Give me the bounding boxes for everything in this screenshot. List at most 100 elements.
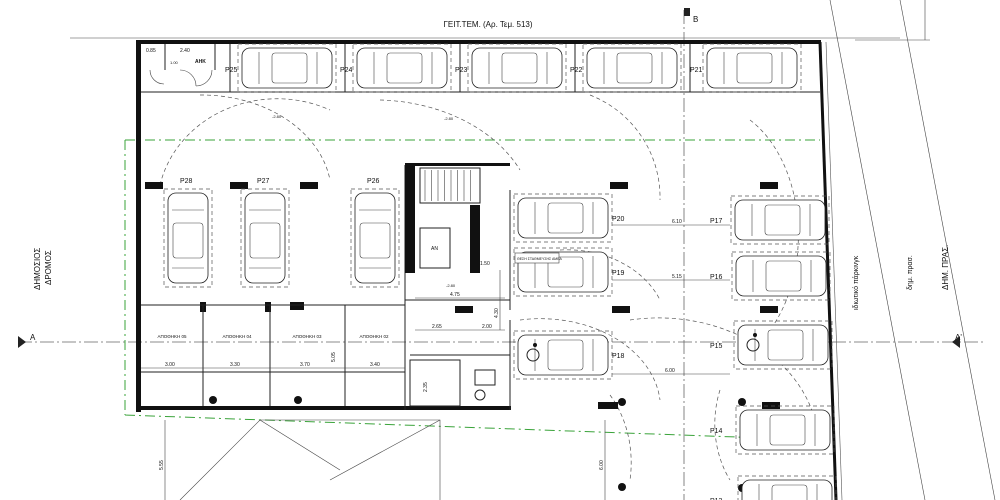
stair-core: ΑΝ [405, 163, 511, 410]
storage-room-label: ΑΠΟΘΗΚΗ 04 [222, 334, 252, 339]
dim-label: 2.00 [482, 324, 492, 330]
street-line [899, 0, 996, 500]
site-boundary-right [829, 0, 926, 500]
dim-label: 1.00 [170, 60, 179, 65]
parking-space-label: P27 [257, 178, 270, 185]
dim-label: 3.40 [370, 362, 380, 368]
parking-space-label: P18 [612, 353, 625, 360]
parking-space-label: P19 [612, 270, 625, 277]
parking-space: P25 [225, 43, 337, 93]
wheelchair-icon [746, 333, 760, 352]
parking-space-label: P26 [367, 178, 380, 185]
dim-label: 0.85 [146, 48, 156, 54]
dim-label: 4.30 [494, 308, 500, 318]
public-road-label: ΔΗΜΟΣΙΟΣ [33, 248, 42, 290]
section-arrow-icon [684, 8, 690, 16]
parking-space: P23 [455, 43, 567, 93]
car-icon [737, 324, 829, 366]
parking-space-label: P22 [570, 67, 583, 74]
dim-label: 1.50 [480, 261, 490, 267]
car-icon [471, 47, 563, 89]
parking-space: P22 [570, 43, 682, 93]
space-outline [350, 188, 400, 288]
parking-space-label: P15 [710, 343, 723, 350]
section-arrow-icon [18, 336, 26, 348]
parking-space-label: P21 [690, 67, 703, 74]
green-space-label: δημ. πρασ. [907, 255, 914, 290]
parking-space: P16 [710, 251, 831, 301]
space-outline [702, 43, 802, 93]
accessible-note-box [514, 252, 560, 264]
lift [419, 227, 451, 269]
parking-space: P20 [513, 193, 625, 243]
space-outline [163, 188, 213, 288]
wall-left [136, 40, 141, 412]
green-space-label: ΔΗΜ. ΠΡΑΣ. [941, 245, 950, 290]
wheelchair-icon [526, 343, 540, 362]
parking-space-label: P28 [180, 178, 193, 185]
space-outline [352, 43, 452, 93]
car-icon [167, 192, 209, 284]
parking-space: P17 [710, 195, 830, 245]
level-marker: -2.80 [446, 283, 456, 288]
electric-room: 0.85 2.40 1.00 ΑΗΚ [146, 44, 216, 87]
space-outline [513, 330, 613, 380]
space-outline [737, 475, 837, 500]
building-footprint-line [124, 139, 821, 441]
section-arrow-icon [952, 336, 960, 348]
storage-room-label: ΑΠΟΘΗΚΗ 03 [292, 334, 322, 339]
car-icon [735, 255, 827, 297]
neighbor-plot-label: ΓΕΙΤ.ΤΕΜ. (Αρ. Τεμ. 513) [443, 20, 532, 29]
car-icon [241, 47, 333, 89]
space-outline [730, 195, 830, 245]
car-icon [356, 47, 448, 89]
level-marker: -2.80 [444, 116, 454, 121]
car-icon [586, 47, 678, 89]
space-outline [513, 247, 613, 297]
dim-label: 2.65 [432, 324, 442, 330]
top-row-dividers [229, 44, 691, 92]
car-icon [354, 192, 396, 284]
parking-space: P21 [690, 43, 802, 93]
electric-room-label: ΑΗΚ [195, 59, 206, 65]
accessible-note-group: ΘΕΣΗ ΣΤΑΘΜΕΥΣΗΣ ΑΜΕΑ [514, 252, 563, 264]
car-icon [517, 197, 609, 239]
storage-room-label: ΑΠΟΘΗΚΗ 02 [359, 334, 389, 339]
private-road-label: ιδιωτικό πάρκινγκ [852, 255, 860, 310]
car-icon [517, 334, 609, 376]
parking-space-label: P25 [225, 67, 238, 74]
space-outline [735, 405, 835, 455]
storage-rooms [141, 165, 406, 410]
dimension-lines [141, 224, 730, 500]
parking-space-label: P23 [455, 67, 468, 74]
dim-label: 6.10 [672, 219, 682, 225]
level-marker: -2.80 [272, 114, 282, 119]
dim-label: 5.05 [331, 352, 337, 362]
dim-label: 6.00 [599, 460, 605, 470]
dim-label: 4.75 [450, 292, 460, 298]
dim-label: 3.30 [230, 362, 240, 368]
parking-space-label: P14 [710, 428, 723, 435]
lift-label: ΑΝ [431, 246, 438, 252]
dim-label: 2.35 [423, 382, 429, 392]
parking-space: P18 [513, 330, 625, 380]
dim-label: 2.40 [180, 48, 190, 54]
space-outline [731, 251, 831, 301]
dim-label: 3.70 [300, 362, 310, 368]
car-icon [706, 47, 798, 89]
dim-label: 5.15 [672, 274, 682, 280]
storage-room-label: ΑΠΟΘΗΚΗ 05 [157, 334, 187, 339]
wall-right-inner [825, 41, 843, 500]
section-label-a-prime: A' [955, 333, 962, 342]
wall-top [136, 40, 821, 44]
space-outline [513, 193, 613, 243]
space-outline [467, 43, 567, 93]
parking-space: P28 [163, 178, 213, 288]
space-outline [240, 188, 290, 288]
space-outline [582, 43, 682, 93]
parking-space: P14 [710, 405, 835, 455]
maneuver-arcs [159, 94, 816, 481]
parking-space-label: P20 [612, 216, 625, 223]
dim-label: 3.00 [165, 362, 175, 368]
